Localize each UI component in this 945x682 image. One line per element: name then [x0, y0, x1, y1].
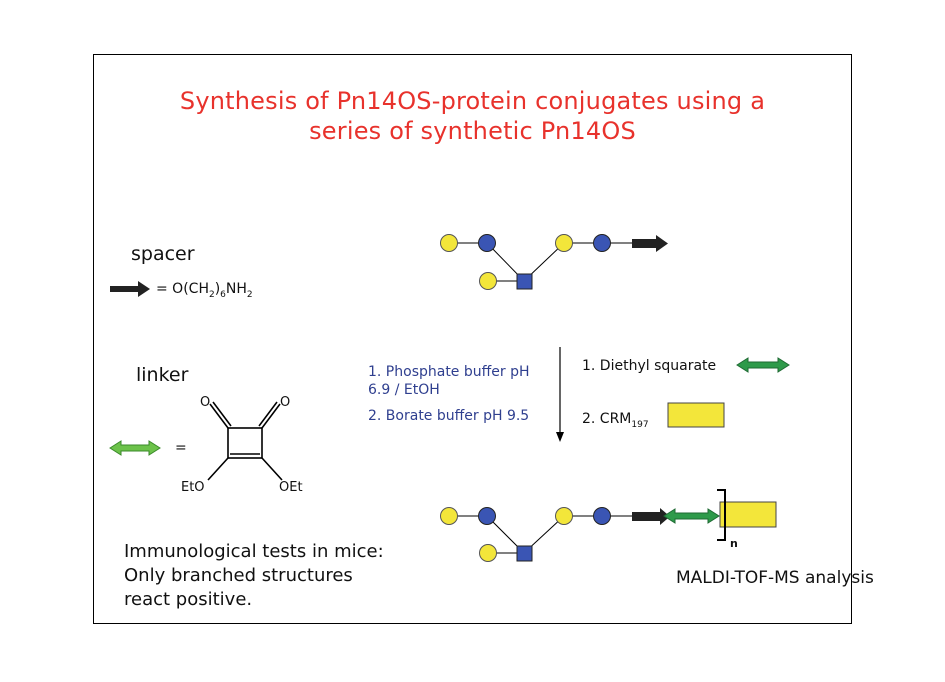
step-right-1: 1. Diethyl squarate — [582, 358, 717, 374]
squarate-structure — [207, 401, 283, 481]
step-left-1: 1. Phosphate buffer pH 6.9 / EtOH — [368, 364, 530, 398]
step-left-2: 2. Borate buffer pH 9.5 — [368, 408, 530, 424]
group-oet: OEt — [279, 480, 303, 495]
slide-frame — [93, 54, 852, 624]
protein-box-icon — [667, 402, 725, 428]
step-right-2: 2. CRM197 — [582, 411, 649, 430]
spacer-label: spacer — [131, 243, 195, 265]
linker-double-arrow-icon — [109, 440, 161, 456]
immuno-note: Immunological tests in mice: Only branch… — [124, 541, 384, 610]
reaction-arrow — [556, 347, 564, 442]
spacer-arrow-icon — [110, 281, 150, 297]
linker-double-arrow-icon — [736, 357, 790, 373]
maldi-note: MALDI-TOF-MS analysis — [676, 568, 874, 588]
oligosaccharide-top — [440, 234, 668, 290]
title-line-1: Synthesis of Pn14OS-protein conjugates u… — [179, 87, 766, 115]
slide-title: Synthesis of Pn14OS-protein conjugates u… — [93, 86, 852, 146]
spacer-equation: = O(CH2)6NH2 — [156, 281, 253, 300]
title-line-2: series of synthetic Pn14OS — [309, 117, 636, 145]
linker-equals: = — [175, 440, 187, 456]
linker-label: linker — [136, 364, 189, 386]
atom-o-left: O — [200, 395, 210, 410]
oligosaccharide-conjugate — [440, 489, 777, 562]
repeat-n-label: n — [730, 537, 738, 550]
atom-o-right: O — [280, 395, 290, 410]
group-eto: EtO — [181, 480, 205, 495]
